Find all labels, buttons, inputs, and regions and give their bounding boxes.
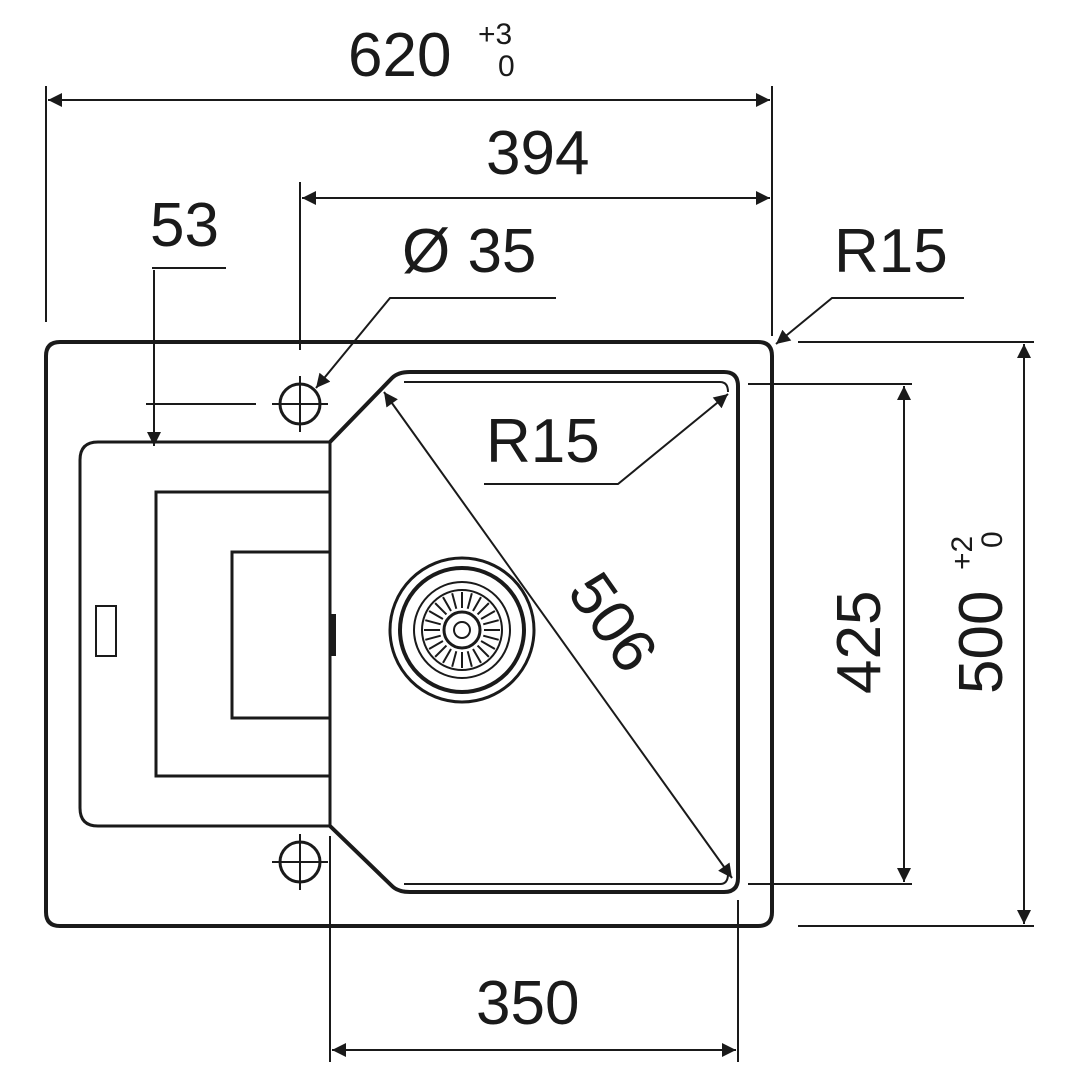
strainer-slot: [428, 640, 444, 650]
drainer-step-outer: [154, 490, 332, 778]
strainer-slot: [466, 650, 473, 667]
strainer-slot: [425, 634, 442, 641]
strainer-slot: [425, 619, 442, 626]
dim-outer-radius-value: R15: [834, 217, 948, 286]
strainer-slot: [480, 610, 496, 620]
dim-620-value: 620: [348, 21, 451, 90]
dim-350-value: 350: [476, 969, 579, 1038]
drainer-step-inner: [230, 550, 332, 720]
extension-lines: [45, 86, 1034, 1062]
tap-hole-top: [272, 376, 328, 432]
strainer-slot: [472, 648, 482, 664]
strainer-slot: [476, 602, 490, 616]
dim-500-tol-lower: 0: [976, 531, 1009, 548]
dim-620-tol-upper: +3: [478, 18, 512, 51]
strainer-slot: [428, 610, 444, 620]
dim-bowl-radius-value: R15: [486, 407, 600, 476]
strainer-slot: [451, 593, 458, 610]
strainer-slot: [442, 596, 452, 612]
dim-620-tol-lower: 0: [498, 50, 515, 83]
dim-line-506: [383, 391, 733, 879]
drainer-outline: [78, 440, 330, 828]
leader-bowl-radius: [484, 393, 729, 485]
strainer-slot: [480, 640, 496, 650]
strainer-slot: [434, 644, 448, 658]
tap-hole-bottom: [272, 834, 328, 890]
strainer-slot: [466, 593, 473, 610]
strainer-slot: [476, 644, 490, 658]
strainer-slot: [434, 602, 448, 616]
strainer-slot: [482, 634, 499, 641]
dim-506-value: 506: [555, 560, 671, 684]
strainer-slot: [482, 619, 499, 626]
dim-53-value: 53: [150, 191, 219, 260]
leader-tap-hole: [315, 297, 556, 389]
sink-outline: [44, 340, 774, 928]
strainer-slot: [442, 648, 452, 664]
strainer-slot: [451, 650, 458, 667]
dim-394-value: 394: [486, 119, 589, 188]
dim-500-tol-upper: +2: [946, 536, 979, 570]
leader-outer-radius: [775, 297, 964, 345]
dim-tap-hole-value: Ø 35: [402, 217, 536, 286]
bowl-outline: [328, 370, 740, 894]
dim-500-value: 500: [947, 591, 1016, 694]
strainer-slot: [472, 596, 482, 612]
dim-425-value: 425: [825, 591, 894, 694]
overflow-slot: [95, 605, 117, 657]
drain-strainer: [388, 556, 536, 704]
dim-500-group: 500 +2 0: [946, 531, 1016, 694]
drainer-clip: [330, 614, 336, 656]
